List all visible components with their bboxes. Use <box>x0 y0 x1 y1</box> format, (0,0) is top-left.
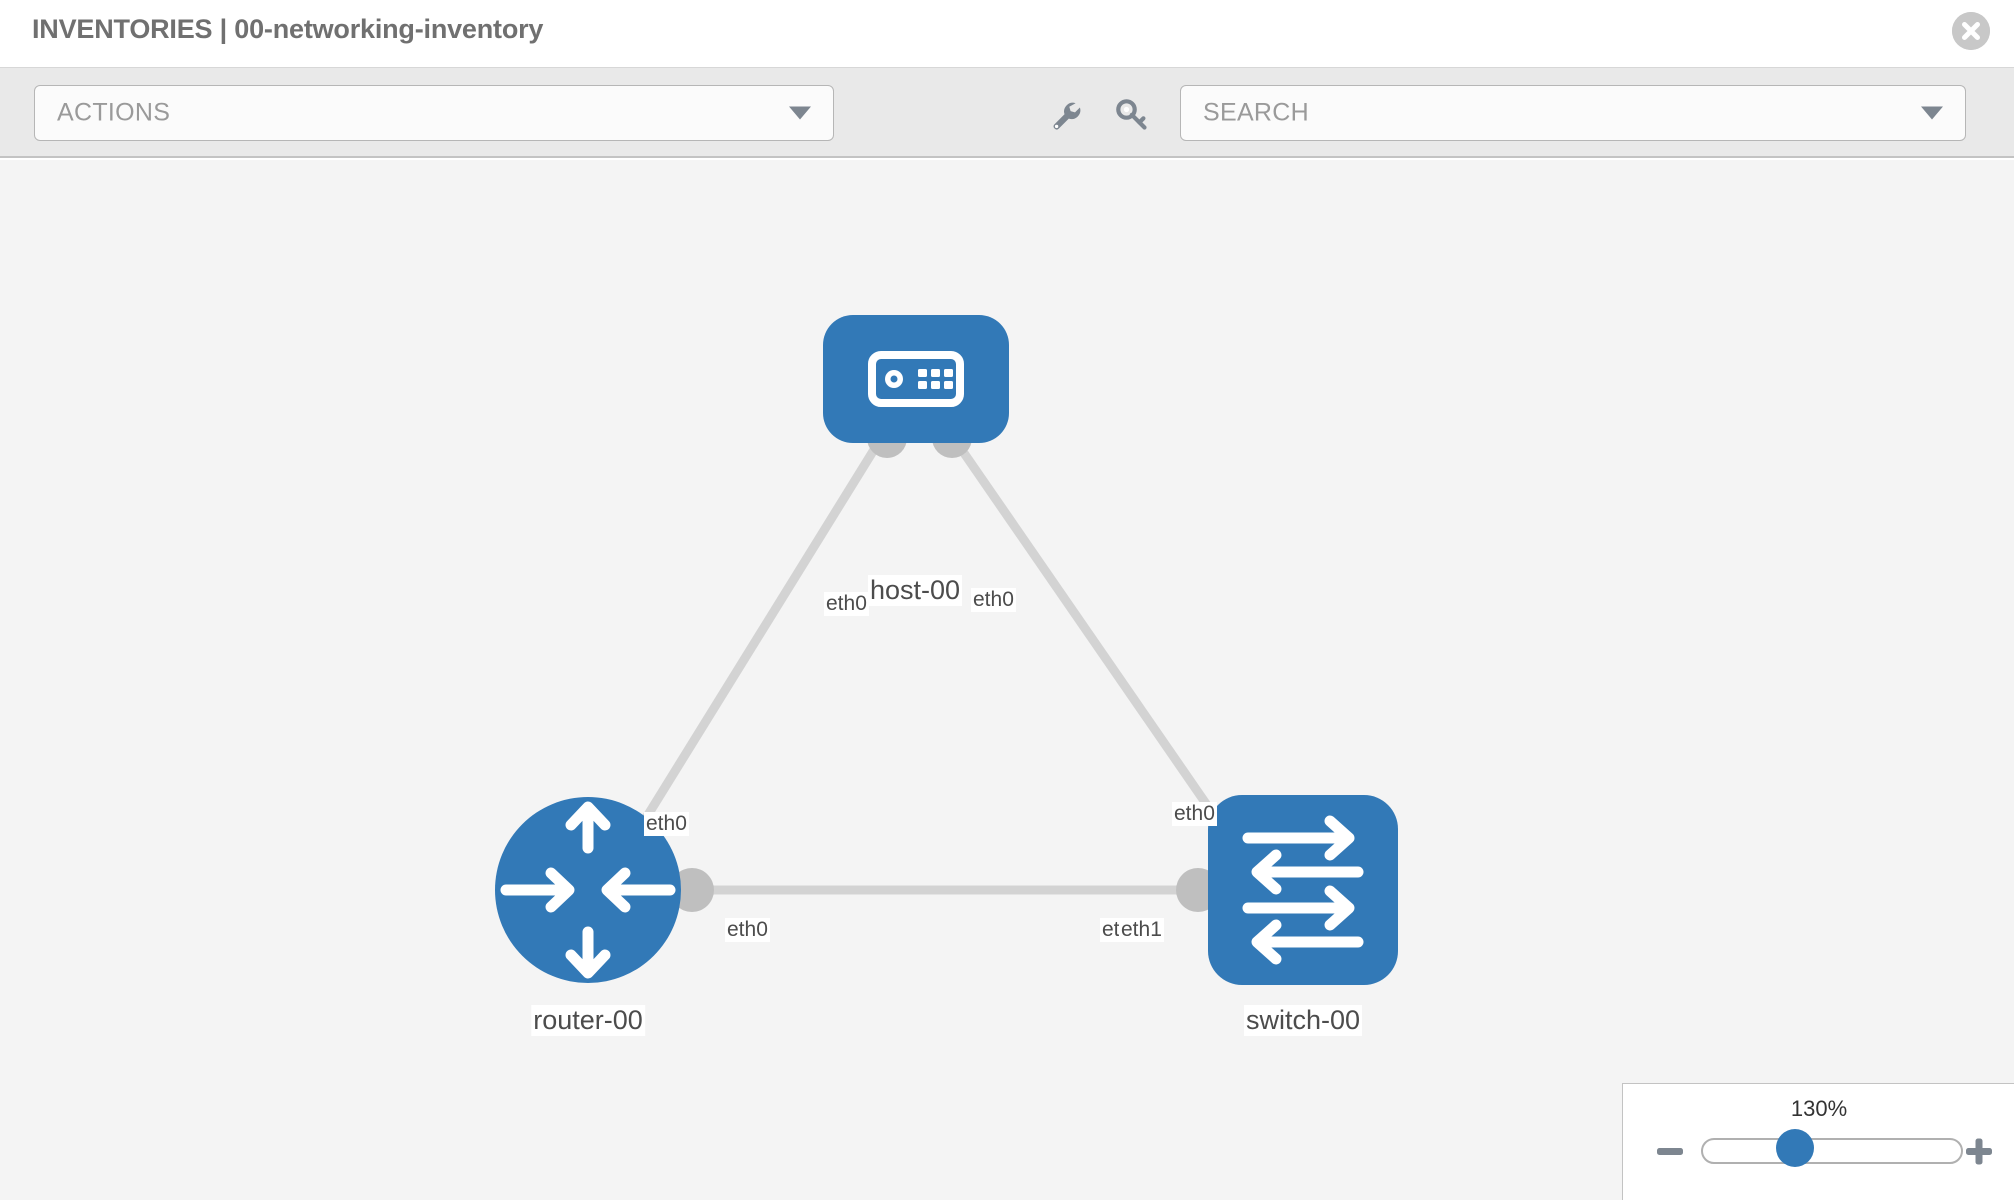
zoom-out-button[interactable] <box>1653 1134 1687 1168</box>
topology-graph <box>495 315 1398 985</box>
zoom-in-button[interactable] <box>1962 1134 1996 1168</box>
node-label-router-00: router-00 <box>531 1005 645 1037</box>
link-label-eth0: eth0 <box>1172 802 1217 827</box>
link-label-eth0: eth0 <box>971 588 1016 613</box>
router-arrows-icon <box>500 801 676 979</box>
zoom-control-panel: 130% <box>1622 1083 2014 1200</box>
search-placeholder: SEARCH <box>1203 98 1309 127</box>
zoom-slider-thumb[interactable] <box>1776 1129 1814 1167</box>
actions-dropdown[interactable]: ACTIONS <box>34 85 834 141</box>
close-icon[interactable] <box>1952 12 1990 50</box>
connector-dot <box>670 868 714 912</box>
node-switch-00[interactable] <box>1208 795 1398 985</box>
link-host00-switch00 <box>951 437 1242 853</box>
link-label-eth0: eth0 <box>725 918 770 943</box>
toolbar: ACTIONS SEARCH <box>0 68 2014 158</box>
node-label-host-00: host-00 <box>867 575 963 607</box>
search-input[interactable]: SEARCH <box>1180 85 1966 141</box>
node-host-00[interactable] <box>823 315 1009 443</box>
switch-arrows-icon <box>1242 815 1364 965</box>
zoom-level-label: 130% <box>1790 1096 1848 1121</box>
topology-canvas[interactable]: host-00 router-00 switch-00 eth0 eth0 et… <box>0 160 2014 1200</box>
page-title: INVENTORIES | 00-networking-inventory <box>32 14 544 44</box>
link-host00-router00 <box>616 437 884 863</box>
topology-connectors <box>670 418 1262 912</box>
wrench-icon[interactable] <box>1049 98 1083 132</box>
page-header: INVENTORIES | 00-networking-inventory <box>0 0 2014 68</box>
node-label-switch-00: switch-00 <box>1243 1005 1363 1037</box>
chevron-down-icon <box>789 106 811 120</box>
actions-dropdown-label: ACTIONS <box>57 98 171 127</box>
zoom-slider-track[interactable] <box>1701 1138 1963 1164</box>
key-icon[interactable] <box>1115 98 1149 132</box>
topology-links <box>616 437 1250 895</box>
link-label-eth1: eth1 <box>1119 918 1164 943</box>
chevron-down-icon <box>1921 106 1943 120</box>
link-label-eth0: eth0 <box>644 812 689 837</box>
node-router-00[interactable] <box>495 797 681 983</box>
link-label-eth0: eth0 <box>824 592 869 617</box>
server-icon <box>868 351 964 407</box>
